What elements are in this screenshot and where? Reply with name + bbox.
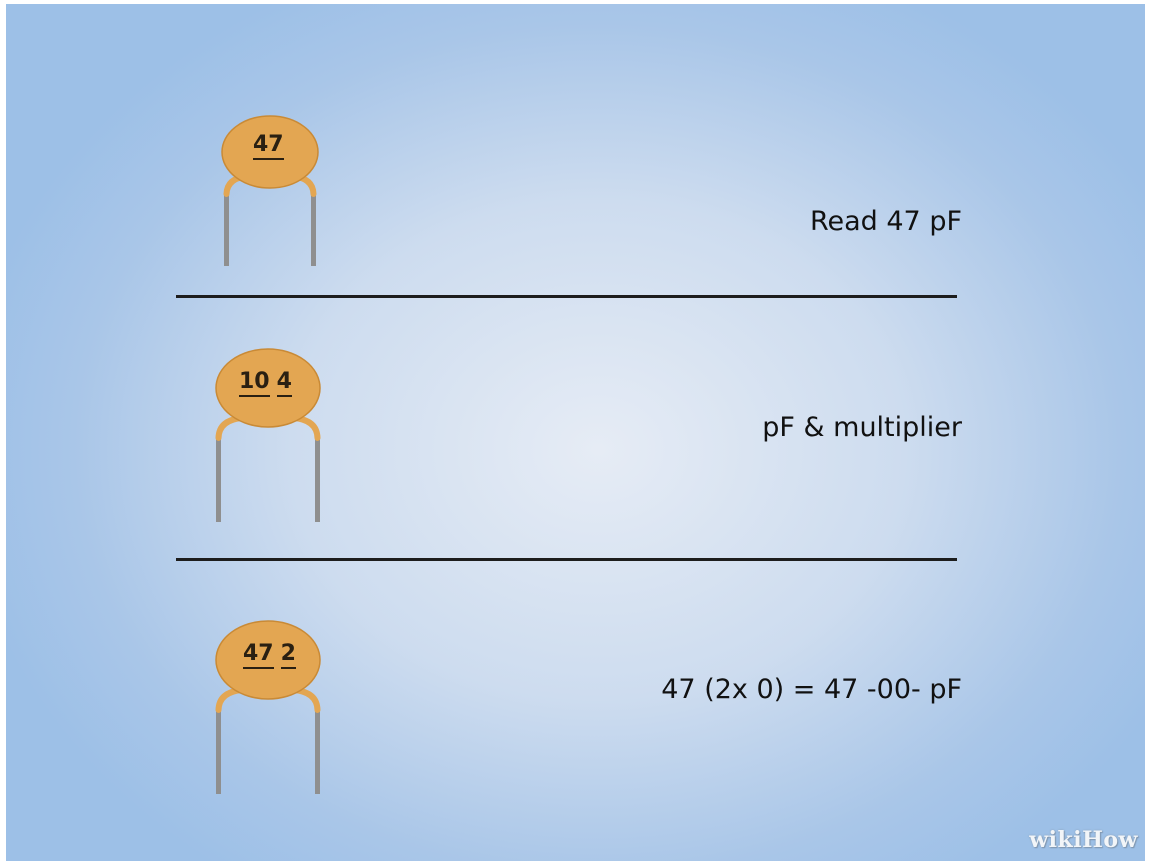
ceramic-capacitor-icon bbox=[215, 348, 321, 522]
ceramic-capacitor-icon bbox=[221, 115, 319, 266]
wikihow-watermark: wikiHow bbox=[1029, 827, 1138, 853]
code-digits: 47 bbox=[243, 642, 274, 669]
capacitor-code: 47 2 bbox=[243, 642, 296, 669]
diagram-background bbox=[6, 4, 1145, 861]
row-caption: 47 (2x 0) = 47 -00- pF bbox=[661, 674, 962, 705]
code-multiplier: 2 bbox=[280, 642, 296, 669]
divider-line bbox=[176, 558, 957, 561]
capacitor-code: 47 bbox=[253, 133, 284, 160]
ceramic-capacitor-icon bbox=[215, 620, 321, 794]
row-caption: Read 47 pF bbox=[809, 206, 962, 237]
row-caption: pF & multiplier bbox=[762, 412, 962, 443]
divider-line bbox=[176, 295, 957, 298]
code-digits: 10 bbox=[239, 370, 270, 397]
code-digits: 47 bbox=[253, 133, 284, 160]
capacitor-code: 10 4 bbox=[239, 370, 292, 397]
code-multiplier: 4 bbox=[276, 370, 292, 397]
